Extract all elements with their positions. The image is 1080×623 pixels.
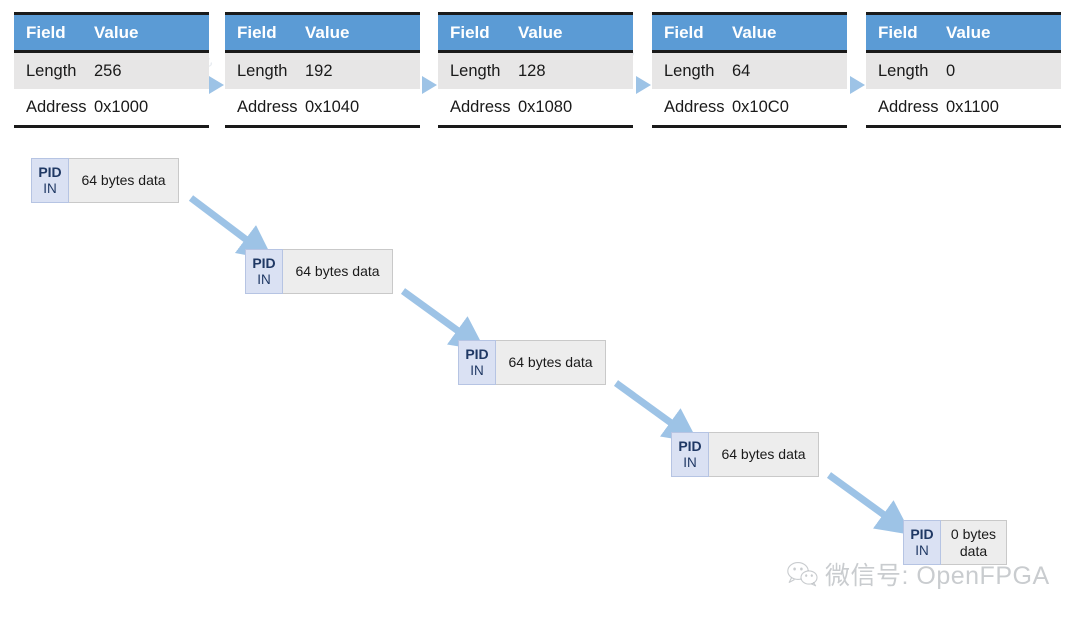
pid-label: PID: [910, 526, 934, 543]
pid-label: PID: [252, 255, 276, 272]
table-row: Length 0: [866, 53, 1061, 89]
table-header-row: Field Value: [225, 15, 420, 53]
column-header-value: Value: [946, 22, 991, 42]
table-connector-arrow-4: [850, 76, 865, 94]
cell-field: Address: [664, 97, 725, 116]
cell-value: 256: [94, 61, 122, 80]
column-header-field: Field: [450, 22, 490, 42]
packet-flow-arrow-3: [613, 380, 699, 443]
cell-field: Length: [450, 61, 501, 80]
pid-label: PID: [465, 346, 489, 363]
cell-value: 0x10C0: [732, 97, 789, 116]
cell-field: Length: [237, 61, 288, 80]
packet-flow-arrow-1: [188, 195, 274, 261]
table-header-row: Field Value: [438, 15, 633, 53]
table-row: Length 128: [438, 53, 633, 89]
packet-flow-arrow-2: [400, 288, 486, 351]
table-header-row: Field Value: [866, 15, 1061, 53]
pid-cell: PID IN: [671, 432, 709, 477]
table-row: Address 0x1080: [438, 89, 633, 125]
pid-direction-label: IN: [257, 271, 271, 287]
pid-direction-label: IN: [43, 180, 57, 196]
cell-value: 0x1000: [94, 97, 149, 116]
wechat-icon: [787, 562, 818, 587]
table-row: Address 0x1100: [866, 89, 1061, 125]
packet-block-5: PID IN 0 bytes data: [903, 520, 1007, 565]
cell-value: 0x1080: [518, 97, 573, 116]
pid-label: PID: [38, 164, 62, 181]
column-header-value: Value: [518, 22, 563, 42]
descriptor-table-4: Field Value Length 64 Address 0x10C0: [652, 12, 847, 128]
column-header-value: Value: [305, 22, 350, 42]
packet-data-cell: 64 bytes data: [69, 158, 179, 203]
cell-field: Length: [878, 61, 929, 80]
pid-cell: PID IN: [458, 340, 496, 385]
column-header-value: Value: [94, 22, 139, 42]
cell-field: Address: [450, 97, 511, 116]
pid-cell: PID IN: [903, 520, 941, 565]
column-header-field: Field: [878, 22, 918, 42]
packet-flow-arrow-4: [826, 472, 912, 535]
cell-value: 192: [305, 61, 333, 80]
descriptor-table-5: Field Value Length 0 Address 0x1100: [866, 12, 1061, 128]
cell-field: Address: [237, 97, 298, 116]
cell-field: Address: [26, 97, 87, 116]
packet-data-cell: 64 bytes data: [709, 432, 819, 477]
descriptor-table-1: Field Value Length 256 Address 0x1000: [14, 12, 209, 128]
pid-cell: PID IN: [31, 158, 69, 203]
table-connector-arrow-1: [209, 76, 224, 94]
cell-field: Length: [664, 61, 715, 80]
table-row: Length 192: [225, 53, 420, 89]
descriptor-table-3: Field Value Length 128 Address 0x1080: [438, 12, 633, 128]
column-header-value: Value: [732, 22, 777, 42]
packet-data-cell: 64 bytes data: [496, 340, 606, 385]
table-row: Address 0x1000: [14, 89, 209, 125]
cell-value: 0x1040: [305, 97, 360, 116]
pid-direction-label: IN: [683, 454, 697, 470]
column-header-field: Field: [26, 22, 66, 42]
table-connector-arrow-2: [422, 76, 437, 94]
cell-field: Length: [26, 61, 77, 80]
table-header-row: Field Value: [14, 15, 209, 53]
cell-value: 128: [518, 61, 546, 80]
cell-value: 0: [946, 61, 956, 80]
descriptor-table-2: Field Value Length 192 Address 0x1040: [225, 12, 420, 128]
cell-value: 0x1100: [946, 97, 999, 116]
table-row: Address 0x1040: [225, 89, 420, 125]
packet-data-cell: 64 bytes data: [283, 249, 393, 294]
column-header-field: Field: [237, 22, 277, 42]
packet-data-cell: 0 bytes data: [941, 520, 1007, 565]
pid-direction-label: IN: [470, 362, 484, 378]
packet-block-3: PID IN 64 bytes data: [458, 340, 606, 385]
table-row: Address 0x10C0: [652, 89, 847, 125]
cell-field: Address: [878, 97, 939, 116]
table-header-row: Field Value: [652, 15, 847, 53]
column-header-field: Field: [664, 22, 704, 42]
table-row: Length 256: [14, 53, 209, 89]
packet-block-1: PID IN 64 bytes data: [31, 158, 179, 203]
pid-label: PID: [678, 438, 702, 455]
table-row: Length 64: [652, 53, 847, 89]
pid-cell: PID IN: [245, 249, 283, 294]
packet-block-4: PID IN 64 bytes data: [671, 432, 819, 477]
cell-value: 64: [732, 61, 751, 80]
pid-direction-label: IN: [915, 542, 929, 558]
packet-block-2: PID IN 64 bytes data: [245, 249, 393, 294]
table-connector-arrow-3: [636, 76, 651, 94]
